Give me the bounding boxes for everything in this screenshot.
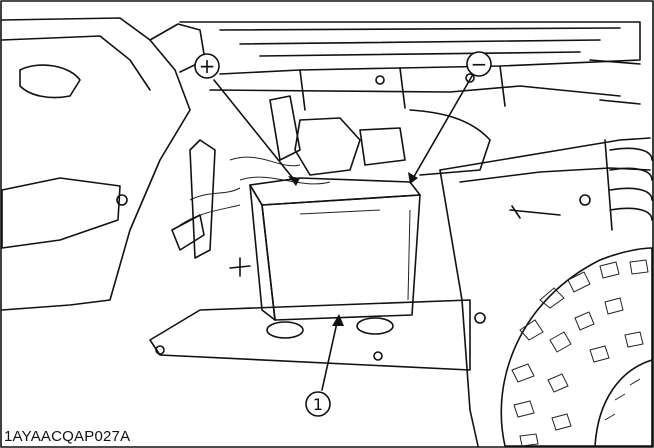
negative-arrow-head	[408, 172, 418, 184]
left-fender	[1, 17, 206, 311]
positive-arrow-head	[288, 176, 300, 186]
engine-wiring	[171, 109, 491, 259]
callout-positive: +	[194, 53, 220, 79]
item-arrow-head	[332, 314, 344, 326]
callout-item: 1	[305, 391, 331, 417]
negative-leader-line	[411, 75, 473, 181]
tire	[500, 247, 653, 447]
floor-tray	[149, 257, 486, 371]
callout-negative: −	[466, 51, 492, 77]
battery	[249, 177, 421, 321]
positive-leader-line	[213, 79, 297, 183]
item-leader-line	[321, 317, 339, 391]
frame-structure	[179, 21, 641, 161]
positive-terminal-symbol: +	[199, 54, 216, 78]
battery-item-number: 1	[313, 395, 323, 414]
figure-code: 1AYAACQAP027A	[4, 428, 131, 445]
right-fender	[439, 137, 651, 447]
callout-leaders	[213, 75, 473, 391]
suspension-spring	[604, 139, 653, 231]
negative-terminal-symbol: −	[471, 52, 488, 76]
